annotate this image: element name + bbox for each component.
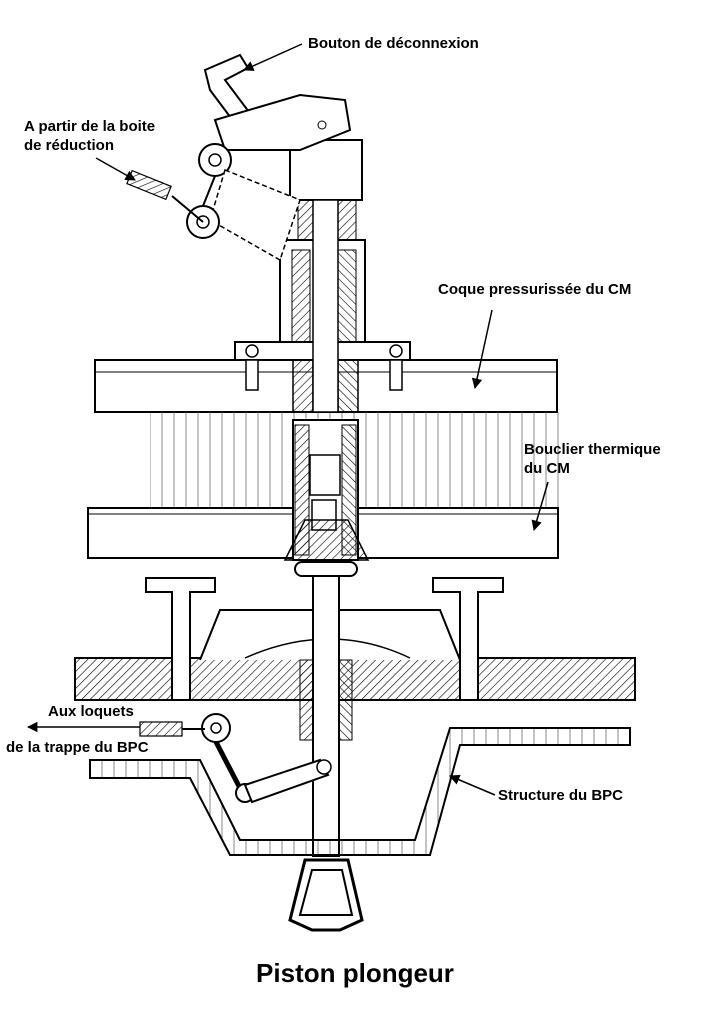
label-cm-heat-shield-line2: du CM — [524, 460, 570, 477]
lower-plunger-rod — [288, 561, 364, 932]
label-from-gearbox-line2: de réduction — [24, 137, 115, 154]
figure-title: Piston plongeur — [256, 958, 454, 988]
label-cm-pressure-hull: Coque pressurissée du CM — [438, 281, 632, 298]
label-from-gearbox-line1: A partir de la boite — [24, 118, 156, 135]
label-to-latches-line2: de la trappe du BPC — [6, 739, 149, 756]
disconnect-button-lever — [198, 53, 352, 262]
central-plunger — [283, 199, 370, 561]
label-bpc-structure: Structure du BPC — [498, 787, 624, 804]
latch-linkage — [139, 713, 332, 804]
bpc-structure — [89, 727, 631, 856]
label-to-latches-line1: Aux loquets — [48, 703, 134, 720]
bpc-plate — [74, 577, 636, 701]
label-disconnect-button: Bouton de déconnexion — [308, 35, 479, 52]
leader-lines — [26, 43, 549, 796]
gearbox-input-linkage — [126, 169, 220, 239]
label-cm-heat-shield-line1: Bouclier thermique — [524, 441, 661, 458]
